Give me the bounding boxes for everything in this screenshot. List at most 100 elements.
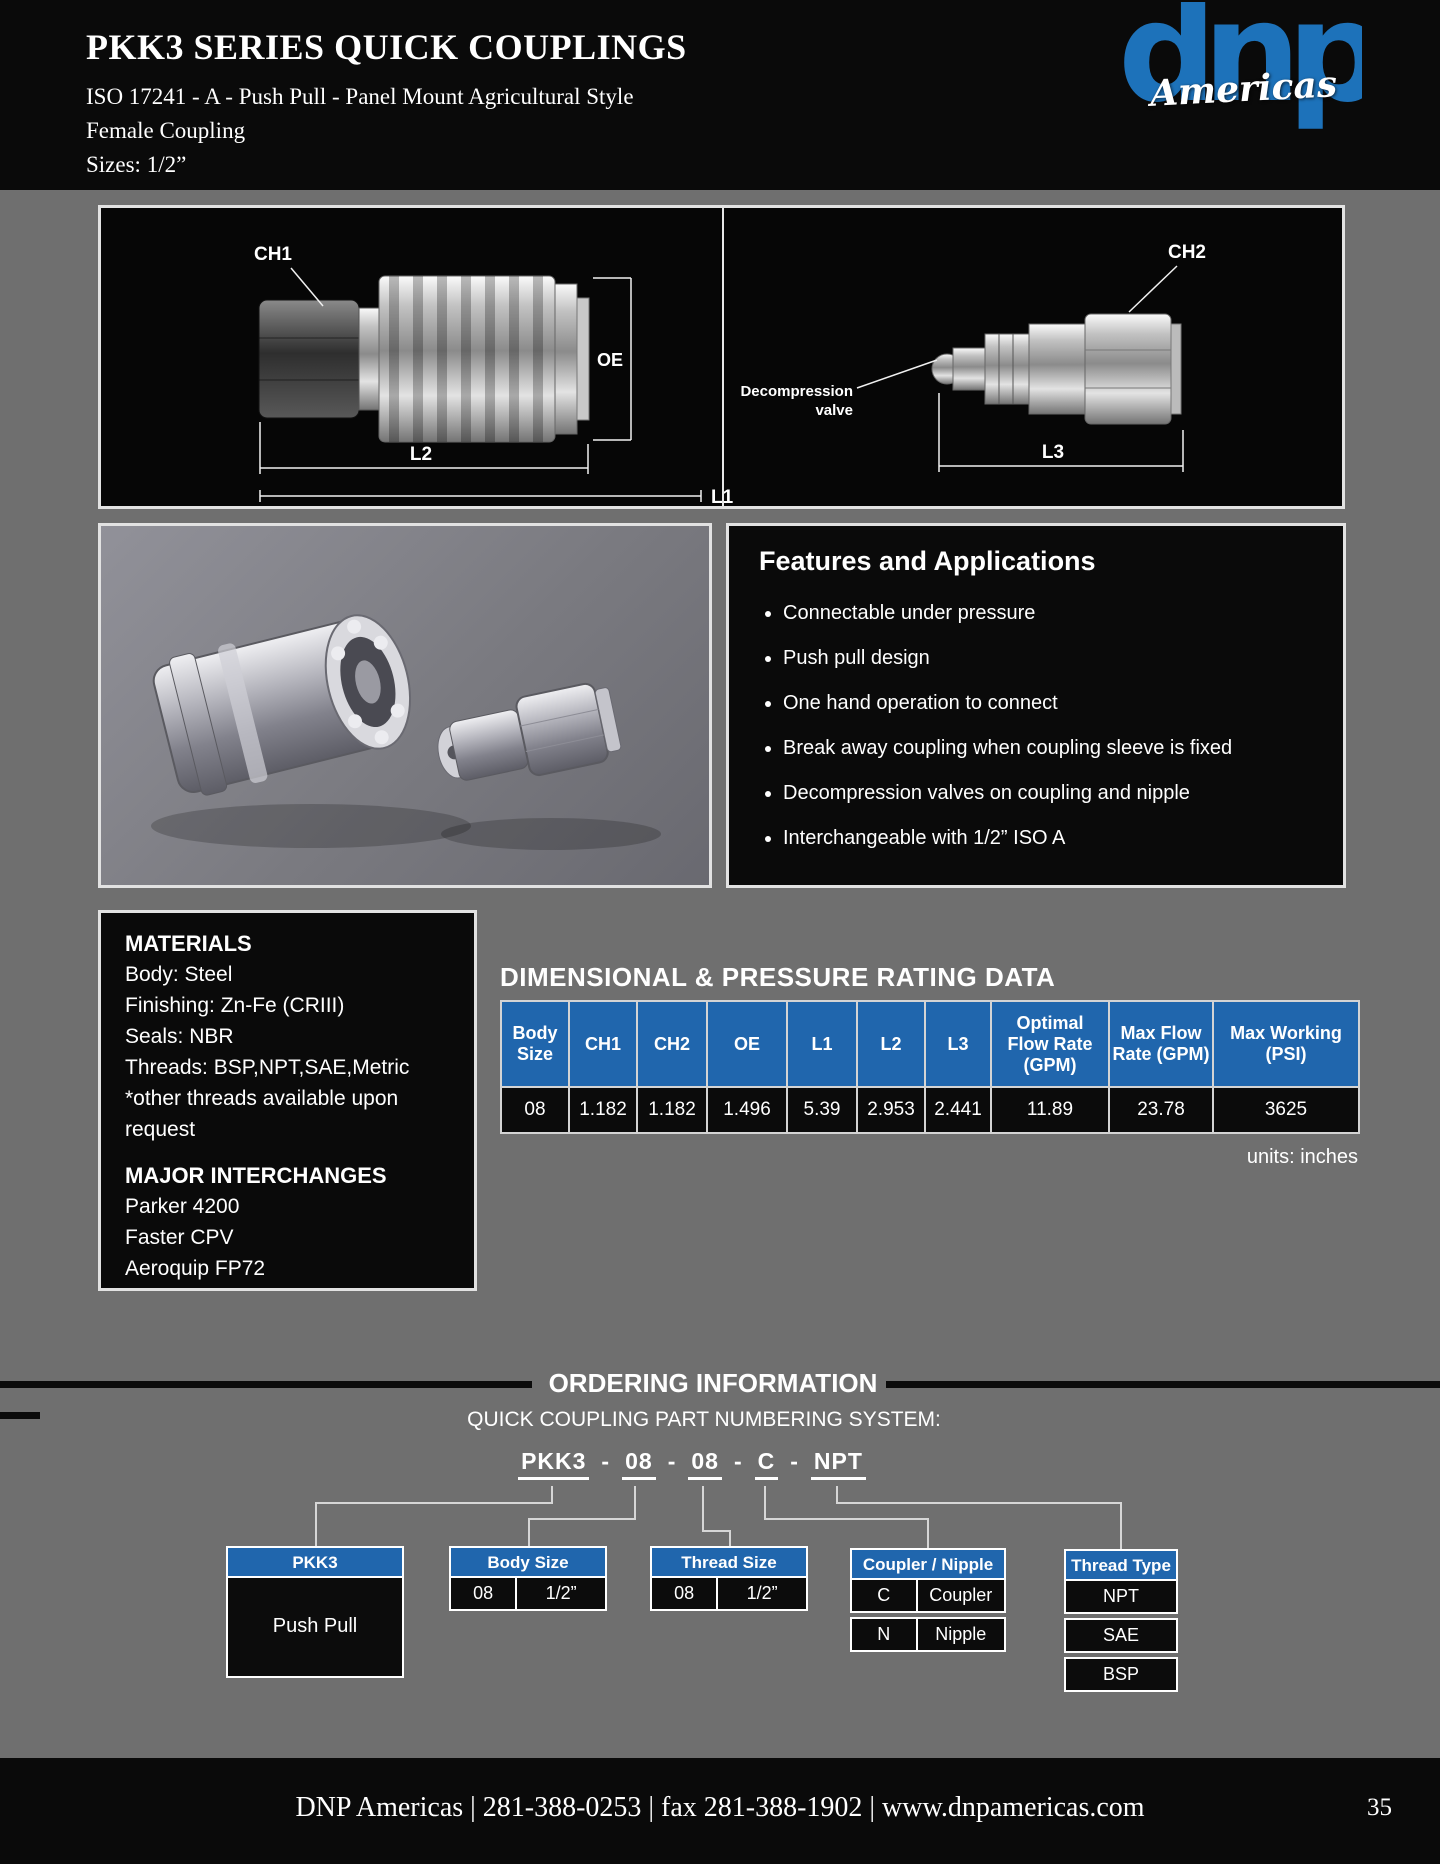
coupler-label: Coupler [915,1580,1006,1613]
female-coupler-photo [152,614,412,796]
dnp-logo-wordmark: dnp [1118,2,1362,133]
materials-line: *other threads available upon request [125,1087,399,1141]
body-size-box-header: Body Size [449,1546,607,1578]
table-cell: 3625 [1212,1086,1360,1134]
connector-line [551,1486,553,1502]
product-photo-panel [98,523,712,888]
connector-line [836,1486,838,1502]
column-header: L2 [856,1000,926,1088]
footer-contact-info: DNP Americas | 281-388-0253 | fax 281-38… [295,1792,1145,1823]
page-title: PKK3 SERIES QUICK COUPLINGS [86,27,687,67]
features-panel: Features and Applications Connectable un… [726,523,1346,888]
dim-label-l3: L3 [1042,442,1064,463]
page-number: 35 [1367,1794,1392,1821]
column-header: OE [706,1000,788,1088]
thread-type-option-sae: SAE [1064,1618,1178,1653]
feature-item: Decompression valves on coupling and nip… [783,781,1313,806]
body-size-box: Body Size 08 1/2” [449,1546,607,1611]
table-cell: 08 [500,1086,570,1134]
ordering-title: ORDERING INFORMATION [548,1368,878,1398]
dim-label-oe: OE [597,350,623,370]
connector-line [1120,1504,1122,1549]
connector-line [764,1486,766,1518]
table-cell: 11.89 [990,1086,1110,1134]
connector-line [315,1504,317,1546]
connector-line [927,1520,929,1548]
part-number-separator: - [667,1448,677,1474]
column-header: CH1 [568,1000,638,1088]
technical-drawing-panel: CH1 OE L2 L1 CH2 L3 Decompression valve [98,205,1345,509]
part-number-segment-series: PKK3 [518,1448,590,1480]
ordering-subtitle: QUICK COUPLING PART NUMBERING SYSTEM: [467,1408,941,1431]
connector-line [528,1520,530,1546]
thread-type-option-npt: NPT [1064,1581,1178,1614]
thread-size-box: Thread Size 08 1/2” [650,1546,808,1611]
nipple-row: N Nipple [850,1613,1006,1652]
series-box: PKK3 Push Pull [226,1546,404,1678]
connector-line [729,1532,731,1546]
units-note: units: inches [1246,1146,1358,1168]
ordering-divider-bar-right [886,1381,1440,1388]
feature-item: Interchangeable with 1/2” ISO A [783,826,1313,851]
dim-label-l1: L1 [711,487,734,506]
part-number-separator: - [601,1448,611,1474]
part-number-segment-thread-type: NPT [810,1448,866,1480]
table-cell: 5.39 [786,1086,858,1134]
dimension-lines [259,265,1184,502]
thread-type-box-header: Thread Type [1064,1549,1178,1581]
feature-item: Push pull design [783,646,1313,671]
interchange-item: Aeroquip FP72 [125,1257,266,1280]
page-subtitle-sizes: Sizes: 1/2” [86,152,187,177]
coupler-nipple-box: Coupler / Nipple C Coupler N Nipple [850,1548,1006,1652]
series-box-header: PKK3 [226,1546,404,1578]
materials-line: Threads: BSP,NPT,SAE,Metric [125,1056,410,1079]
table-cell: 1.182 [636,1086,708,1134]
column-header: Optimal Flow Rate (GPM) [990,1000,1110,1088]
table-cell: 1.182 [568,1086,638,1134]
column-header: Body Size [500,1000,570,1088]
connector-line [836,1502,1122,1504]
part-number-segment-thread-size: 08 [688,1448,722,1480]
connector-line [702,1530,731,1532]
table-cell: 1.496 [706,1086,788,1134]
thread-type-option-bsp: BSP [1064,1657,1178,1692]
materials-line: Seals: NBR [125,1025,234,1048]
body-size-row: 08 1/2” [449,1578,607,1611]
feature-item: Break away coupling when coupling sleeve… [783,736,1313,761]
dim-label-ch1: CH1 [254,244,292,265]
thread-size-row: 08 1/2” [650,1578,808,1611]
column-header: L3 [924,1000,992,1088]
product-photo [151,614,661,850]
dimensional-table: Body Size CH1 CH2 OE L1 L2 L3 Optimal Fl… [500,1000,1360,1134]
ordering-divider-bar-stub [0,1412,40,1419]
female-coupling-drawing [258,275,590,443]
page-footer: DNP Americas | 281-388-0253 | fax 281-38… [0,1758,1440,1864]
series-box-value: Push Pull [226,1578,404,1678]
body-size-value: 1/2” [515,1578,607,1611]
dnp-logo: dnp Americas [1112,2,1362,184]
connector-line [528,1518,636,1520]
part-number: PKK3-08-08-C-NPT [0,1448,1384,1480]
feature-item: One hand operation to connect [783,691,1313,716]
interchanges-title: MAJOR INTERCHANGES [125,1163,387,1188]
table-row: 08 1.182 1.182 1.496 5.39 2.953 2.441 11… [500,1086,1360,1134]
thread-type-box: Thread Type NPT SAE BSP [1064,1549,1178,1692]
table-header-row: Body Size CH1 CH2 OE L1 L2 L3 Optimal Fl… [500,1000,1360,1088]
part-number-segment-coupler: C [754,1448,779,1480]
table-cell: 2.441 [924,1086,992,1134]
thread-size-value: 1/2” [716,1578,808,1611]
interchange-item: Faster CPV [125,1226,234,1249]
connector-line [702,1486,704,1530]
connector-line [764,1518,929,1520]
dimensional-table-wrap: Body Size CH1 CH2 OE L1 L2 L3 Optimal Fl… [500,1000,1360,1134]
page-subtitle-standard: ISO 17241 - A - Push Pull - Panel Mount … [86,84,634,109]
feature-item: Connectable under pressure [783,601,1313,626]
column-header: L1 [786,1000,858,1088]
part-number-segment-body-size: 08 [622,1448,656,1480]
table-cell: 2.953 [856,1086,926,1134]
column-header: Max Flow Rate (GPM) [1108,1000,1214,1088]
thread-size-box-header: Thread Size [650,1546,808,1578]
part-number-separator: - [790,1448,799,1474]
nipple-label: Nipple [915,1617,1006,1652]
table-cell: 23.78 [1108,1086,1214,1134]
